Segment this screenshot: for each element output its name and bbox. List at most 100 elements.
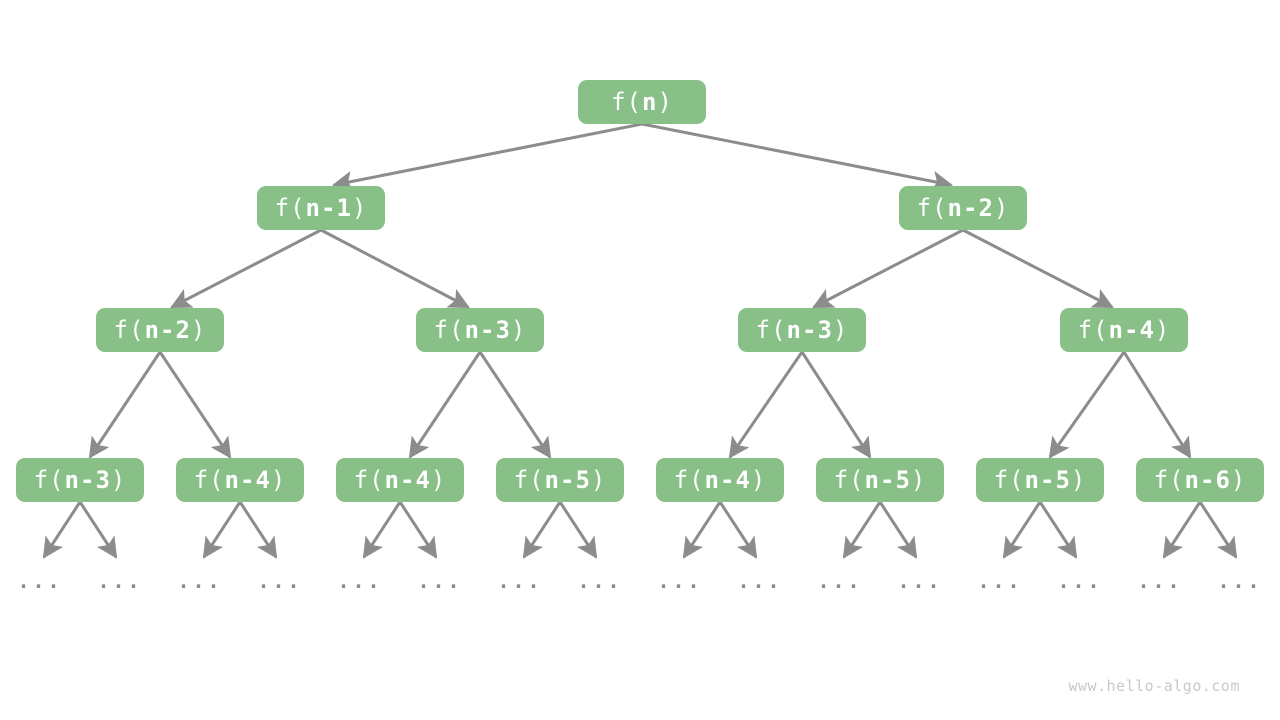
node-arg: n-1	[305, 194, 352, 222]
edge-arrow	[408, 351, 482, 459]
tree-node: f(n-1)	[257, 186, 385, 230]
edge-arrow	[1198, 501, 1238, 559]
node-label-open: f(	[673, 466, 705, 494]
node-label-open: f(	[274, 194, 306, 222]
node-label-open: f(	[833, 466, 865, 494]
tree-node: f(n-2)	[899, 186, 1027, 230]
node-arg: n	[642, 88, 658, 116]
node-arg: n-3	[786, 316, 833, 344]
node-label-open: f(	[755, 316, 787, 344]
node-label-open: f(	[193, 466, 225, 494]
edge-arrow	[1048, 351, 1126, 459]
edge-arrow	[641, 122, 954, 192]
edge-arrow	[558, 501, 598, 559]
node-arg: n-2	[947, 194, 994, 222]
node-label-close: )	[510, 316, 527, 344]
node-arg: n-3	[464, 316, 511, 344]
node-arg: n-5	[864, 466, 911, 494]
tree-node: f(n-4)	[1060, 308, 1188, 352]
ellipsis-leaf: ...	[737, 569, 783, 593]
node-arg: n-3	[64, 466, 111, 494]
edge-arrow	[331, 122, 643, 192]
ellipsis-leaf: ...	[977, 569, 1023, 593]
node-label-open: f(	[33, 466, 65, 494]
watermark: www.hello-algo.com	[1068, 677, 1240, 695]
node-arg: n-4	[704, 466, 751, 494]
ellipsis-leaf: ...	[97, 569, 143, 593]
ellipsis-leaf: ...	[1057, 569, 1103, 593]
node-label-close: )	[430, 466, 447, 494]
edge-arrow	[800, 351, 872, 459]
node-label-open: f(	[513, 466, 545, 494]
edge-arrow	[478, 351, 552, 459]
node-arg: n-4	[384, 466, 431, 494]
edge-arrow	[78, 501, 118, 559]
edge-arrow	[718, 501, 758, 559]
node-label-close: )	[1230, 466, 1247, 494]
edge-arrow	[1038, 501, 1078, 559]
tree-node: f(n-3)	[738, 308, 866, 352]
node-label-close: )	[110, 466, 127, 494]
node-label-open: f(	[353, 466, 385, 494]
node-label-close: )	[993, 194, 1010, 222]
node-label-close: )	[1154, 316, 1171, 344]
tree-node: f(n-2)	[96, 308, 224, 352]
tree-node: f(n-4)	[656, 458, 784, 502]
node-label-close: )	[351, 194, 368, 222]
node-label-open: f(	[1153, 466, 1185, 494]
ellipsis-leaf: ...	[177, 569, 223, 593]
node-label-close: )	[832, 316, 849, 344]
node-label-close: )	[590, 466, 607, 494]
node-label-open: f(	[993, 466, 1025, 494]
edge-arrow	[238, 501, 278, 559]
edge-arrow	[682, 501, 722, 559]
tree-node: f(n-4)	[336, 458, 464, 502]
edge-arrow	[88, 351, 162, 459]
edge-arrow	[812, 228, 964, 309]
edge-arrow	[170, 228, 322, 309]
ellipsis-leaf: ...	[337, 569, 383, 593]
edge-arrow	[522, 501, 562, 559]
edge-arrow	[878, 501, 918, 559]
edge-arrow	[842, 501, 882, 559]
edge-arrow	[362, 501, 402, 559]
tree-node: f(n-5)	[976, 458, 1104, 502]
tree-node: f(n-3)	[16, 458, 144, 502]
node-arg: n-5	[1024, 466, 1071, 494]
edge-arrow	[320, 228, 470, 309]
tree-node: f(n-5)	[816, 458, 944, 502]
ellipsis-leaf: ...	[1137, 569, 1183, 593]
edge-arrow	[962, 228, 1114, 309]
node-arg: n-4	[1108, 316, 1155, 344]
node-label-open: f(	[113, 316, 145, 344]
tree-node-root: f(n)	[578, 80, 706, 124]
ellipsis-leaf: ...	[897, 569, 943, 593]
ellipsis-leaf: ...	[657, 569, 703, 593]
ellipsis-leaf: ...	[417, 569, 463, 593]
node-label-open: f(	[611, 88, 642, 116]
node-label-open: f(	[916, 194, 948, 222]
node-arg: n-5	[544, 466, 591, 494]
edge-arrow	[398, 501, 438, 559]
tree-node: f(n-5)	[496, 458, 624, 502]
node-arg: n-4	[224, 466, 271, 494]
node-arg: n-2	[144, 316, 191, 344]
tree-node: f(n-4)	[176, 458, 304, 502]
edge-arrow	[728, 351, 804, 459]
ellipsis-leaf: ...	[17, 569, 63, 593]
edge-arrow	[1002, 501, 1042, 559]
node-label-close: )	[910, 466, 927, 494]
ellipsis-leaf: ...	[497, 569, 543, 593]
node-label-close: )	[190, 316, 207, 344]
node-label-close: )	[657, 88, 673, 116]
edge-arrow	[1122, 351, 1192, 459]
node-label-close: )	[750, 466, 767, 494]
node-label-close: )	[1070, 466, 1087, 494]
node-label-close: )	[270, 466, 287, 494]
node-label-open: f(	[1077, 316, 1109, 344]
edge-arrow	[202, 501, 242, 559]
ellipsis-leaf: ...	[577, 569, 623, 593]
ellipsis-leaf: ...	[257, 569, 303, 593]
